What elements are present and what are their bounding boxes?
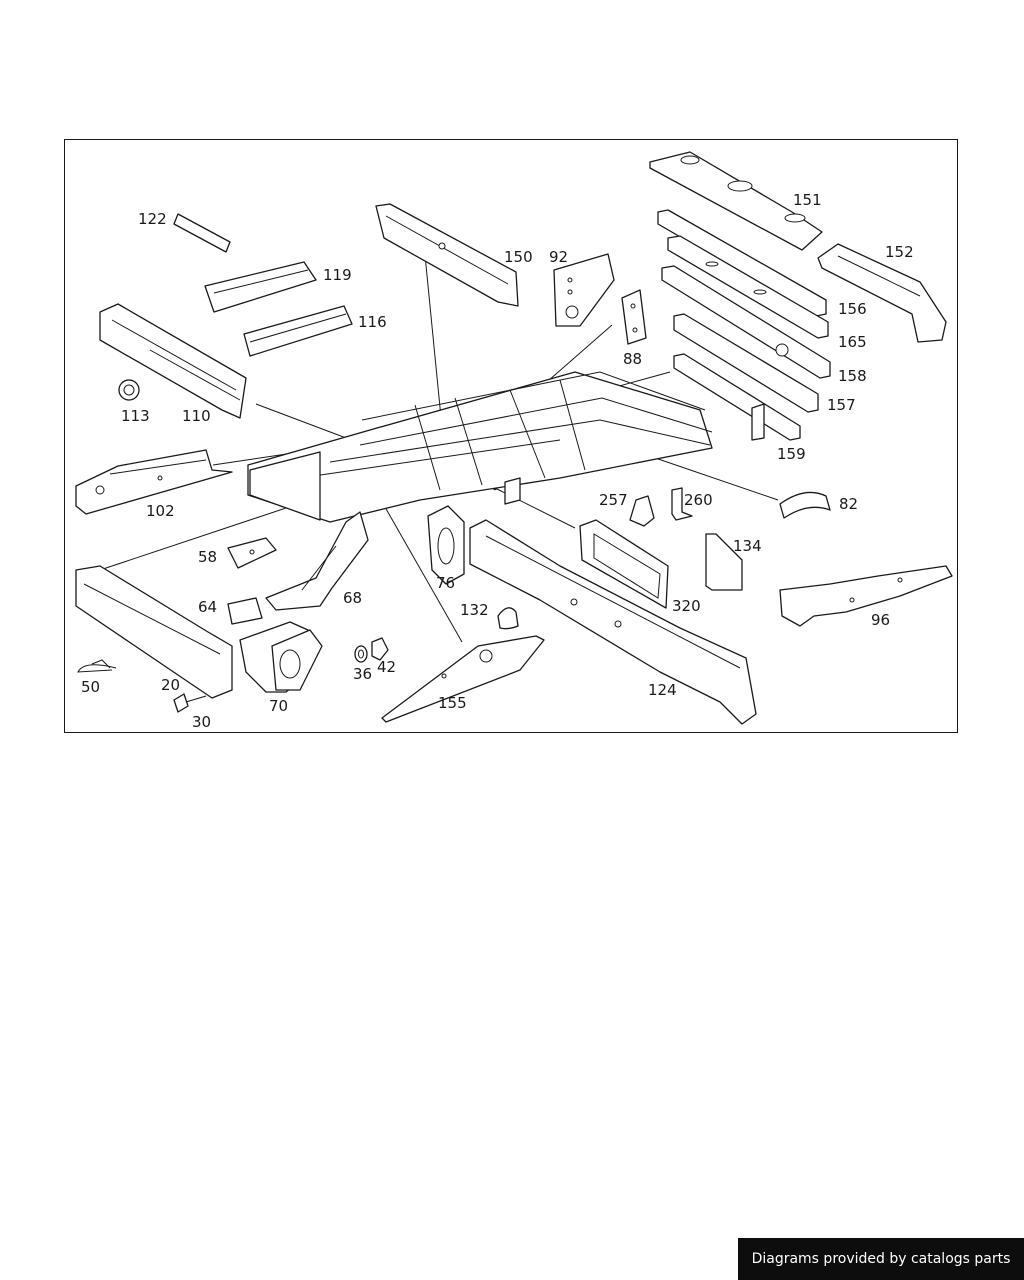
label-159: 159 — [777, 445, 806, 463]
part-113-grommet — [118, 379, 140, 401]
label-151: 151 — [793, 191, 822, 209]
label-134: 134 — [733, 537, 762, 555]
part-42-nut — [371, 637, 389, 661]
label-158: 158 — [838, 367, 867, 385]
part-50-clip — [77, 659, 117, 673]
part-64 — [227, 597, 263, 625]
label-113: 113 — [121, 407, 150, 425]
part-119 — [204, 261, 317, 313]
credit-text: Diagrams provided by catalogs parts — [751, 1251, 1011, 1267]
label-155: 155 — [438, 694, 467, 712]
part-88 — [621, 289, 647, 345]
part-150 — [375, 203, 519, 307]
label-64: 64 — [198, 598, 217, 616]
label-30: 30 — [192, 713, 211, 731]
label-257: 257 — [599, 491, 628, 509]
label-88: 88 — [623, 350, 642, 368]
part-260 — [671, 487, 693, 521]
label-132: 132 — [460, 601, 489, 619]
label-110: 110 — [182, 407, 211, 425]
part-76 — [427, 505, 465, 585]
part-124 — [469, 519, 757, 725]
part-20 — [75, 565, 233, 699]
part-102 — [75, 449, 233, 515]
label-124: 124 — [648, 681, 677, 699]
part-132 — [497, 607, 519, 630]
exploded-parts-diagram: 122 119 116 113 110 150 92 88 151 152 15… — [75, 151, 953, 731]
label-156: 156 — [838, 300, 867, 318]
label-36: 36 — [353, 665, 372, 683]
part-58 — [227, 537, 277, 569]
label-122: 122 — [138, 210, 167, 228]
label-50: 50 — [81, 678, 100, 696]
part-157 — [673, 313, 819, 413]
label-92: 92 — [549, 248, 568, 266]
part-151 — [649, 151, 823, 251]
label-96: 96 — [871, 611, 890, 629]
label-119: 119 — [323, 266, 352, 284]
part-92 — [553, 253, 615, 327]
label-82: 82 — [839, 495, 858, 513]
label-260: 260 — [684, 491, 713, 509]
part-165 — [667, 235, 829, 339]
part-labels: 122 119 116 113 110 150 92 88 151 152 15… — [81, 191, 914, 731]
part-158 — [661, 265, 831, 379]
part-134 — [705, 533, 743, 591]
central-floor-frame — [247, 371, 713, 523]
part-320 — [579, 519, 669, 609]
label-58: 58 — [198, 548, 217, 566]
part-152 — [817, 243, 947, 343]
part-110 — [99, 303, 247, 419]
part-82 — [779, 491, 831, 519]
part-30-bolt — [173, 693, 207, 713]
part-156 — [657, 209, 827, 317]
part-96 — [779, 565, 953, 627]
part-122 — [173, 213, 231, 253]
label-70: 70 — [269, 697, 288, 715]
part-155 — [381, 635, 545, 723]
credit-banner: Diagrams provided by catalogs parts — [738, 1238, 1024, 1280]
label-116: 116 — [358, 313, 387, 331]
label-102: 102 — [146, 502, 175, 520]
label-42: 42 — [377, 658, 396, 676]
label-320: 320 — [672, 597, 701, 615]
part-36-washer — [354, 645, 368, 663]
part-257 — [629, 495, 655, 527]
label-150: 150 — [504, 248, 533, 266]
label-20: 20 — [161, 676, 180, 694]
label-157: 157 — [827, 396, 856, 414]
part-68 — [265, 511, 369, 611]
label-76: 76 — [436, 574, 455, 592]
label-165: 165 — [838, 333, 867, 351]
part-70 — [239, 621, 323, 693]
label-152: 152 — [885, 243, 914, 261]
part-159 — [673, 353, 801, 441]
label-68: 68 — [343, 589, 362, 607]
part-116 — [243, 305, 353, 357]
